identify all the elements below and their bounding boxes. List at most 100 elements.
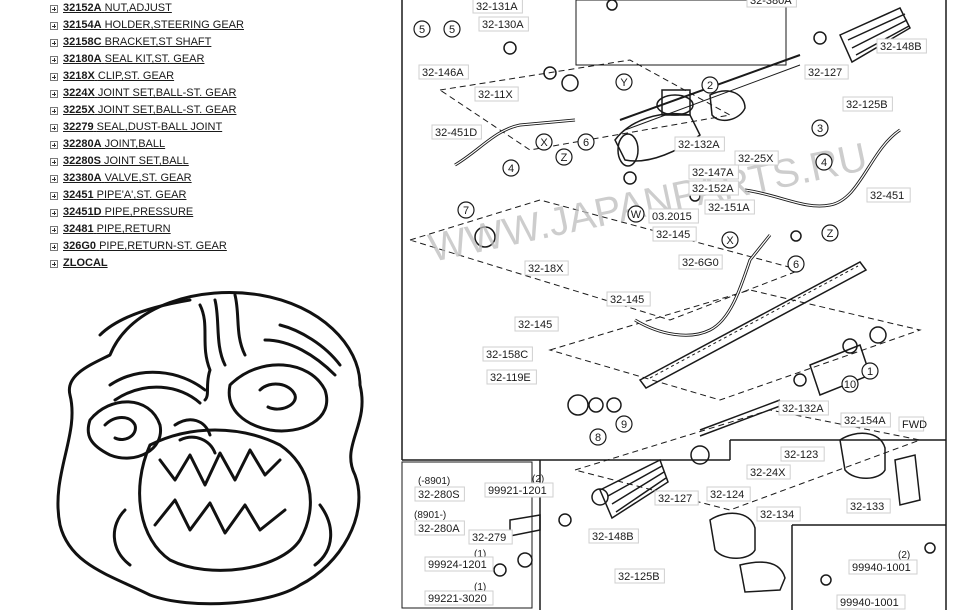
parts-list-item[interactable]: 3225X JOINT SET,BALL-ST. GEAR — [50, 102, 390, 119]
parts-list-item[interactable]: 32152A NUT,ADJUST — [50, 0, 390, 17]
expand-plus-icon[interactable] — [50, 191, 58, 200]
parts-list-item[interactable]: 3224X JOINT SET,BALL-ST. GEAR — [50, 85, 390, 102]
part-link[interactable]: 326G0 PIPE,RETURN-ST. GEAR — [63, 238, 227, 255]
part-link[interactable]: 32280A JOINT,BALL — [63, 136, 165, 153]
part-link[interactable]: 32154A HOLDER,STEERING GEAR — [63, 17, 244, 34]
label-box — [588, 528, 639, 544]
part-description: NUT,ADJUST — [104, 2, 172, 14]
part-callout-label: 32-132A — [778, 400, 829, 416]
expand-plus-icon[interactable] — [50, 157, 58, 166]
part-link[interactable]: 32279 SEAL,DUST-BALL JOINT — [63, 119, 222, 136]
label-box — [846, 498, 891, 514]
reference-marker: 9 — [615, 415, 633, 433]
expand-plus-icon[interactable] — [50, 259, 58, 268]
part-description: PIPE,RETURN — [96, 223, 171, 235]
expand-plus-icon[interactable] — [50, 89, 58, 98]
callout-text: 32-127 — [658, 493, 692, 505]
parts-list-item[interactable]: 32280S JOINT SET,BALL — [50, 153, 390, 170]
marker-text: 8 — [595, 432, 601, 444]
part-code: 32158C — [63, 36, 102, 48]
marker-text: 7 — [463, 205, 469, 217]
part-callout-label: 32-147A — [688, 164, 739, 180]
label-box — [804, 64, 849, 80]
marker-circle — [589, 428, 607, 446]
marker-text: Z — [561, 152, 568, 164]
part-callout-label: 32-123 — [780, 446, 825, 462]
parts-list-item[interactable]: 32451 PIPE'A',ST. GEAR — [50, 187, 390, 204]
part-callout-label: 32-451 — [866, 187, 911, 203]
marker-text: X — [726, 235, 734, 247]
part-link[interactable]: 32481 PIPE,RETURN — [63, 221, 171, 238]
part-link[interactable]: 32158C BRACKET,ST SHAFT — [63, 34, 211, 51]
part-callout-label: 32-24X — [746, 464, 791, 480]
expand-plus-icon[interactable] — [50, 174, 58, 183]
expand-plus-icon[interactable] — [50, 72, 58, 81]
label-box — [876, 38, 927, 54]
parts-list-item[interactable]: 32481 PIPE,RETURN — [50, 221, 390, 238]
part-link[interactable]: 3218X CLIP,ST. GEAR — [63, 68, 174, 85]
label-box — [704, 199, 755, 215]
parts-list-item[interactable]: ZLOCAL — [50, 255, 390, 272]
part-link[interactable]: 32280S JOINT SET,BALL — [63, 153, 189, 170]
label-box — [474, 86, 519, 102]
part-link[interactable]: 32451 PIPE'A',ST. GEAR — [63, 187, 186, 204]
part-link[interactable]: 32451D PIPE,PRESSURE — [63, 204, 193, 221]
part-link[interactable]: 32380A VALVE,ST. GEAR — [63, 170, 192, 187]
expand-plus-icon[interactable] — [50, 4, 58, 13]
expand-plus-icon[interactable] — [50, 38, 58, 47]
label-box — [898, 416, 925, 432]
reference-marker: 5 — [443, 20, 461, 38]
part-link[interactable]: 3225X JOINT SET,BALL-ST. GEAR — [63, 102, 236, 119]
callout-text: 32-6G0 — [682, 257, 719, 269]
marker-circle — [443, 20, 461, 38]
part-callout-label: (1) — [474, 549, 486, 560]
parts-list-item[interactable]: 32451D PIPE,PRESSURE — [50, 204, 390, 221]
part-callout-label: 32-125B — [614, 568, 665, 584]
label-box — [484, 482, 554, 498]
reference-marker: 5 — [413, 20, 431, 38]
callout-text: FWD — [902, 419, 927, 431]
part-code: ZLOCAL — [63, 257, 108, 269]
part-callout-label: 32-134 — [756, 506, 801, 522]
expand-plus-icon[interactable] — [50, 242, 58, 251]
part-code: 32451 — [63, 189, 94, 201]
part-callout-label: 32-148B — [876, 38, 927, 54]
parts-list-item[interactable]: 32154A HOLDER,STEERING GEAR — [50, 17, 390, 34]
parts-list-item[interactable]: 3218X CLIP,ST. GEAR — [50, 68, 390, 85]
expand-plus-icon[interactable] — [50, 208, 58, 217]
part-link[interactable]: 32180A SEAL KIT,ST. GEAR — [63, 51, 204, 68]
reference-marker: Y — [615, 73, 633, 91]
expand-plus-icon[interactable] — [50, 225, 58, 234]
label-box — [418, 64, 469, 80]
part-callout-label: 32-151A — [704, 199, 755, 215]
callout-text: 32-125B — [846, 99, 888, 111]
part-link[interactable]: 32152A NUT,ADJUST — [63, 0, 172, 17]
part-callout-label: 32-154A — [840, 412, 891, 428]
part-link[interactable]: ZLOCAL — [63, 255, 108, 272]
part-callout-label: 99924-1201 — [424, 556, 494, 572]
reference-marker: 2 — [701, 76, 719, 94]
expand-plus-icon[interactable] — [50, 106, 58, 115]
expand-plus-icon[interactable] — [50, 123, 58, 132]
callout-text: 99924-1201 — [428, 559, 487, 571]
parts-list-item[interactable]: 32279 SEAL,DUST-BALL JOINT — [50, 119, 390, 136]
parts-list-item[interactable]: 326G0 PIPE,RETURN-ST. GEAR — [50, 238, 390, 255]
part-code: 32280A — [63, 138, 102, 150]
callout-text: 32-132A — [782, 403, 824, 415]
parts-list-item[interactable]: 32158C BRACKET,ST SHAFT — [50, 34, 390, 51]
callout-text: 32-24X — [750, 467, 786, 479]
part-code: 32481 — [63, 223, 94, 235]
part-link[interactable]: 3224X JOINT SET,BALL-ST. GEAR — [63, 85, 236, 102]
part-description: CLIP,ST. GEAR — [97, 70, 175, 82]
part-callout-label: 32-133 — [846, 498, 891, 514]
parts-list-item[interactable]: 32180A SEAL KIT,ST. GEAR — [50, 51, 390, 68]
expand-plus-icon[interactable] — [50, 21, 58, 30]
parts-list-item[interactable]: 32280A JOINT,BALL — [50, 136, 390, 153]
expand-plus-icon[interactable] — [50, 55, 58, 64]
expand-plus-icon[interactable] — [50, 140, 58, 149]
parts-list-item[interactable]: 32380A VALVE,ST. GEAR — [50, 170, 390, 187]
reference-marker: 1 — [861, 362, 879, 380]
part-code: 32152A — [63, 2, 102, 14]
